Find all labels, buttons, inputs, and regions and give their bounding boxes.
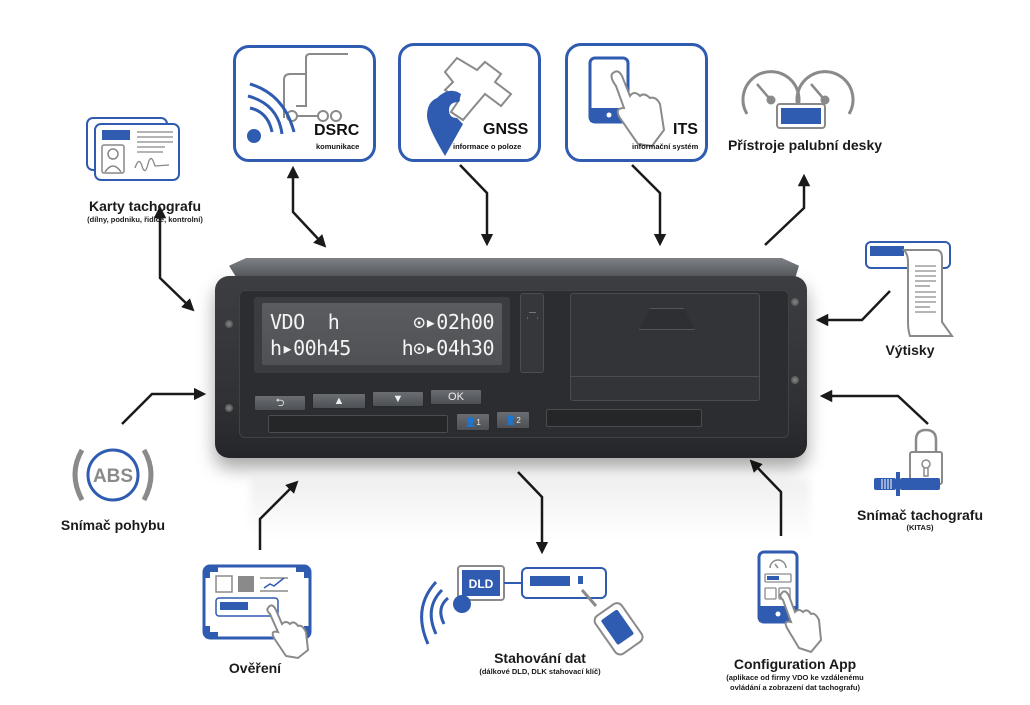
- cards-subtitle: (dílny, podniku, řidiče, kontrolní): [87, 215, 203, 224]
- node-gnss: GNSS informace o poloze: [398, 43, 541, 162]
- screw: [791, 298, 799, 306]
- printouts-title: Výtisky: [885, 342, 935, 358]
- edge-printouts-device: [815, 290, 891, 327]
- satellite-pin-icon: [427, 56, 513, 156]
- ok-button[interactable]: OK: [430, 389, 482, 405]
- driver1-button[interactable]: 👤1: [456, 413, 490, 431]
- phone-touch-icon: [757, 550, 823, 654]
- edge-cards-device: [153, 205, 195, 312]
- dsrc-title: DSRC: [314, 122, 360, 139]
- config-app-subtitle-2: ovládání a zobrazení dat tachografu): [729, 683, 861, 692]
- gnss-subtitle: informace o poloze: [453, 142, 522, 151]
- lcd-row1-right: ⊙▸02h00: [413, 310, 494, 334]
- display-frame: VDO h ⊙▸02h00 h▸00h45 h⊙▸04h30: [254, 297, 510, 373]
- printer-handle[interactable]: [639, 308, 695, 330]
- edge-gnss-device: [459, 164, 494, 247]
- kitas-title: Snímač tachografu: [856, 507, 984, 523]
- dashboard-title: Přístroje palubní desky: [727, 137, 883, 153]
- download-subtitle: (dálkové DLD, DLK stahovací klíč): [479, 667, 601, 676]
- node-cards: [60, 110, 230, 230]
- motion-sensor-title: Snímač pohybu: [60, 517, 166, 533]
- driver2-icon: 👤: [505, 414, 517, 425]
- edge-kitas-device: [819, 389, 929, 425]
- lcd-row2-left: h▸00h45: [270, 336, 351, 360]
- node-its: ITS informační systém: [565, 43, 708, 162]
- edge-dsrc-device: [286, 165, 327, 248]
- its-subtitle: informační systém: [632, 142, 699, 151]
- up-button[interactable]: ▲: [312, 393, 366, 409]
- device-inner-panel: VDO h ⊙▸02h00 h▸00h45 h⊙▸04h30 ⮌ ▲ ▼: [239, 290, 789, 438]
- dsrc-subtitle: komunikace: [316, 142, 360, 151]
- card-slot-driver2[interactable]: [546, 409, 702, 427]
- cards-title: Karty tachografu: [88, 198, 202, 214]
- edge-motion-device: [121, 387, 207, 425]
- edge-config-device: [749, 459, 783, 536]
- screw: [225, 320, 233, 328]
- lcd-row2-right: h⊙▸04h30: [401, 336, 495, 360]
- kitas-subtitle: (KITAS): [906, 523, 934, 532]
- screw: [791, 376, 799, 384]
- driver2-button[interactable]: 👤2: [496, 411, 530, 429]
- card-slot-driver1[interactable]: [268, 415, 448, 433]
- printer-drawer[interactable]: [570, 293, 760, 401]
- verification-title: Ověření: [228, 660, 282, 676]
- tachograph-device: VDO h ⊙▸02h00 h▸00h45 h⊙▸04h30 ⮌ ▲ ▼: [215, 248, 807, 478]
- id-card-icon: [86, 117, 180, 181]
- edge-device-download: [517, 471, 549, 555]
- abs-icon: ABS: [72, 448, 154, 502]
- device-reflection: [250, 480, 810, 540]
- printout-icon: [865, 241, 954, 337]
- eject-button[interactable]: [520, 293, 544, 373]
- gauges-icon: [741, 70, 855, 129]
- device-front-panel: VDO h ⊙▸02h00 h▸00h45 h⊙▸04h30 ⮌ ▲ ▼: [215, 276, 807, 458]
- node-dsrc: DSRC komunikace: [233, 45, 376, 162]
- edge-device-dashboard: [764, 173, 811, 246]
- screw: [225, 404, 233, 412]
- sensor-lock-icon: [874, 428, 943, 496]
- dld-label: DLD: [469, 577, 494, 591]
- download-key-icon: DLD: [420, 565, 644, 656]
- abs-label: ABS: [93, 466, 133, 487]
- config-app-title: Configuration App: [733, 656, 857, 672]
- config-app-subtitle-1: (aplikace od firmy VDO ke vzdálenému: [726, 673, 864, 682]
- edge-its-device: [631, 164, 667, 247]
- lcd-display: VDO h ⊙▸02h00 h▸00h45 h⊙▸04h30: [262, 303, 502, 365]
- tablet-touch-icon: [588, 56, 666, 148]
- download-title: Stahování dat: [494, 650, 586, 666]
- truck-signal-icon: [247, 53, 348, 143]
- tablet-chart-icon: [202, 564, 312, 660]
- edge-verification-device: [258, 480, 299, 550]
- lcd-row1-left: VDO h: [270, 310, 340, 334]
- its-title: ITS: [673, 121, 698, 138]
- back-button[interactable]: ⮌: [254, 395, 306, 411]
- driver1-icon: 👤: [465, 416, 477, 427]
- down-button[interactable]: ▼: [372, 391, 424, 407]
- gnss-title: GNSS: [483, 121, 529, 138]
